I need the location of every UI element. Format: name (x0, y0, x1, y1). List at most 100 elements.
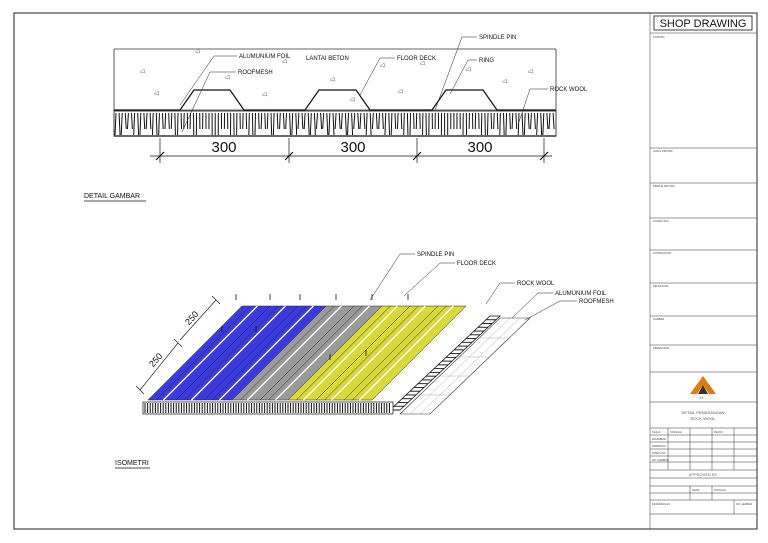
wool-fiber (143, 112, 146, 130)
wool-fiber (503, 112, 505, 136)
wool-fiber (326, 112, 329, 136)
wool-fiber (266, 112, 269, 130)
wool-fiber (527, 112, 530, 130)
iso-dimension-2: 250 (183, 309, 200, 327)
iso-rock-wool-front (142, 401, 394, 415)
wool-fiber (126, 112, 129, 130)
company-logo: PT. ... (690, 376, 716, 400)
wool-fiber (270, 112, 273, 136)
deck-rib-highlight (274, 305, 370, 401)
wool-fiber (158, 112, 160, 136)
wool-fiber (369, 112, 372, 136)
label-rock-wool: ROCK WOOL (550, 87, 588, 93)
wool-fiber (145, 112, 148, 130)
dimension-line (150, 138, 552, 163)
tb-label-perencana: PERENCANA (653, 346, 669, 350)
caption-detail-gambar: DETAIL GAMBAR (84, 193, 140, 200)
wool-fiber (340, 112, 343, 130)
wool-fiber (276, 112, 279, 130)
label-floor-deck: FLOOR DECK (397, 56, 436, 62)
wool-fiber (139, 112, 142, 136)
tb-label-diperiksa: DIPERIKSA (652, 444, 666, 448)
wool-fiber (297, 112, 300, 130)
tb-label-keterangan: KETERANGAN (652, 502, 670, 506)
iso-label-floor-deck: FLOOR DECK (457, 261, 496, 267)
wool-fiber (124, 112, 127, 130)
wool-fiber (363, 112, 366, 130)
wool-fiber (400, 112, 403, 130)
wool-fiber (490, 112, 493, 130)
deck-rib-highlight (330, 305, 426, 401)
wool-fiber (515, 112, 518, 130)
wool-fiber (536, 112, 539, 136)
label-roofmesh: ROOFMESH (238, 70, 273, 76)
wool-fiber (289, 112, 291, 136)
iso-dimension-lines (135, 295, 221, 395)
section-leaders (179, 36, 548, 133)
tb-label-catatan: CATATAN (653, 35, 664, 39)
wool-fiber (307, 112, 310, 136)
iso-rock-wool-hatch (390, 319, 496, 411)
section-view: ALUMUNIUM FOIL ROOFMESH LANTAI BETON FLO… (84, 35, 588, 202)
deck-rib-line (184, 305, 279, 401)
wool-fiber (394, 112, 397, 130)
wool-fiber (260, 112, 263, 130)
wool-fiber (149, 112, 152, 130)
wool-fiber (353, 112, 356, 130)
tb-label-konsultan: KONSULTAN (653, 219, 669, 223)
dimension-2: 300 (340, 139, 365, 156)
label-lantai-beton: LANTAI BETON (306, 56, 349, 62)
dimension-1: 300 (211, 139, 236, 156)
wool-fiber (301, 112, 304, 130)
deck-rib-line (240, 305, 335, 401)
tb-label-skala: SKALA (652, 430, 661, 434)
wool-fiber (496, 112, 499, 130)
deck-rib-line (156, 305, 251, 401)
wool-fiber (517, 112, 520, 136)
tb-label-tanggal-footer: TANGGAL (714, 488, 727, 492)
title-block (649, 12, 758, 530)
iso-label-spindle-pin: SPINDLE PIN (417, 252, 454, 258)
wool-fiber (170, 112, 173, 130)
wool-fiber (530, 112, 532, 130)
wool-fiber (313, 112, 316, 136)
aggregate-mark (153, 90, 160, 96)
rock-wool-hatch (114, 112, 555, 136)
wool-fiber (338, 112, 341, 130)
logo-text: PT. ... (700, 396, 707, 400)
wool-fiber (272, 112, 275, 136)
wool-fiber (264, 112, 266, 130)
wool-fiber (303, 112, 306, 130)
wool-fiber (279, 112, 281, 130)
deck-rib-line (352, 305, 447, 401)
wool-fiber (390, 112, 393, 136)
wool-fiber (285, 112, 287, 130)
wool-fiber (131, 112, 133, 130)
wool-fiber (548, 112, 551, 130)
wool-fiber (320, 112, 323, 130)
wool-fiber (118, 112, 121, 136)
wool-fiber (351, 112, 354, 136)
aggregate-mark (379, 62, 386, 68)
aggregate-mark (261, 91, 268, 97)
aggregate-mark (527, 68, 534, 74)
wool-fiber (168, 112, 170, 130)
aggregate-mark (281, 58, 288, 64)
iso-view: 250 250 SPINDLE PIN FLOOR DECK ROCK WOOL… (115, 252, 614, 469)
tb-label-gambar: GAMBAR (653, 317, 664, 321)
roofmesh-grid (409, 317, 521, 415)
wool-fiber (382, 112, 384, 130)
aggregate-mark (329, 76, 336, 82)
tb-label-disetujui: DISETUJUI (652, 451, 666, 455)
wool-fiber (344, 112, 347, 136)
wool-fiber (254, 112, 256, 136)
wool-fiber (316, 112, 318, 130)
sheet-border (13, 12, 758, 530)
wool-fiber (114, 112, 117, 136)
drawing-title-line2: ROCK WOOL (691, 416, 717, 421)
wool-fiber (164, 112, 167, 130)
dimension-3: 300 (467, 139, 492, 156)
wool-fiber (328, 112, 331, 136)
wool-fiber (120, 112, 123, 136)
